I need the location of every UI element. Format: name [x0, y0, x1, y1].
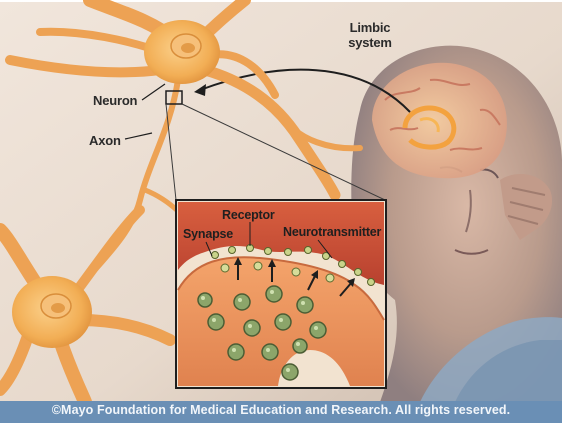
neuron-label: Neuron — [93, 93, 137, 108]
synapse-label: Synapse — [183, 227, 233, 241]
limbic-system-label: Limbic system — [340, 20, 400, 50]
copyright-text: ©Mayo Foundation for Medical Education a… — [0, 403, 562, 417]
limbic-label-line2: system — [340, 35, 400, 50]
axon-label: Axon — [89, 133, 121, 148]
neurotransmitter-label: Neurotransmitter — [283, 225, 381, 239]
limbic-label-line1: Limbic — [340, 20, 400, 35]
receptor-label: Receptor — [222, 208, 275, 222]
